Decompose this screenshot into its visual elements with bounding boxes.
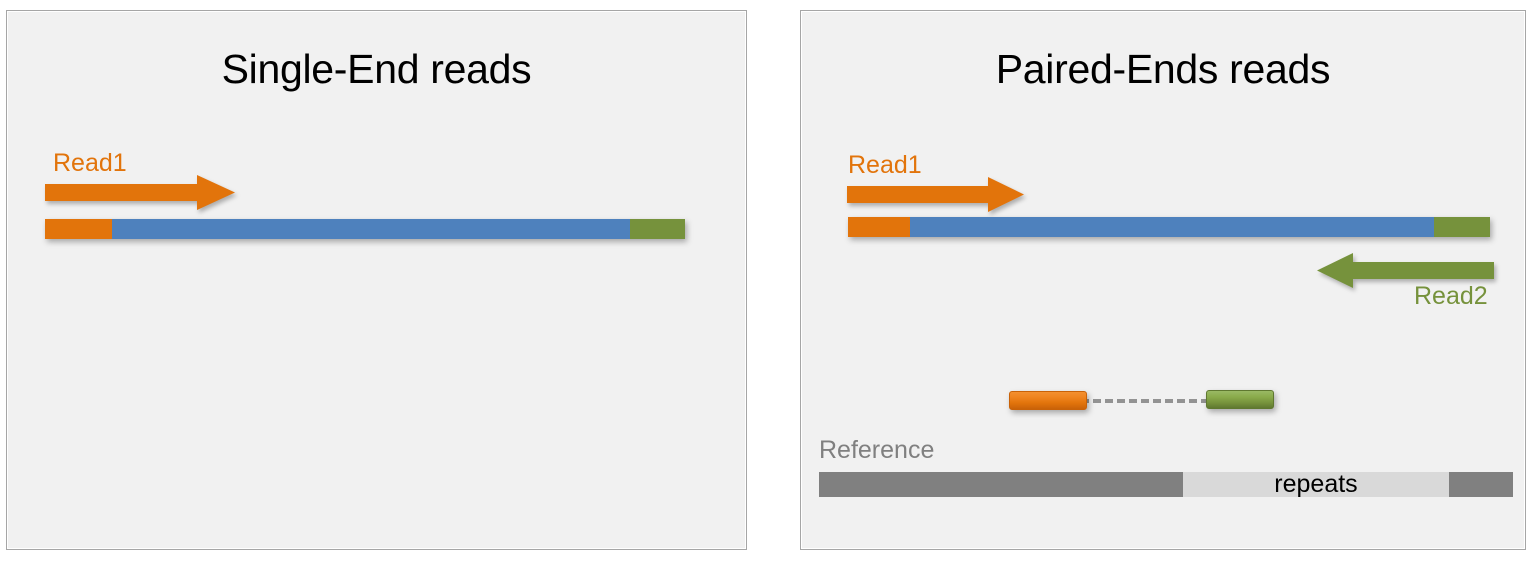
panel-single-end: Single-End reads Read1 (6, 10, 747, 550)
single-end-bar-segment-orange (45, 219, 112, 239)
single-end-read1-arrow-icon (45, 175, 235, 211)
paired-ends-read2-label: Read2 (1414, 282, 1488, 310)
panel-paired-ends: Paired-Ends reads Read1 Read2 Reference (800, 10, 1526, 550)
paired-ends-bar-segment-green (1434, 217, 1490, 237)
paired-ends-bar-segment-orange (848, 217, 910, 237)
single-end-read-bar (45, 219, 685, 239)
paired-ends-read1-arrow-icon (847, 177, 1024, 213)
reference-track: repeats (819, 470, 1513, 498)
fragment-right-read-box-green (1206, 390, 1274, 409)
fragment-connector-dashed-line (1081, 399, 1209, 403)
reference-segment-unique-left (819, 472, 1183, 497)
reference-repeats-label: repeats (1274, 470, 1358, 498)
reference-segment-repeats: repeats (1183, 470, 1449, 498)
panel-single-end-title: Single-End reads (221, 46, 532, 92)
reference-label: Reference (819, 436, 935, 464)
paired-ends-read2-arrow-icon (1317, 253, 1494, 289)
fragment-left-read-box-orange (1009, 391, 1087, 410)
paired-ends-bar-segment-blue (910, 217, 1434, 237)
paired-ends-read-bar (848, 217, 1490, 237)
reference-segment-unique-right (1449, 472, 1513, 497)
panel-paired-ends-title: Paired-Ends reads (995, 46, 1331, 92)
single-end-read1-label: Read1 (53, 149, 127, 177)
paired-ends-read1-label: Read1 (848, 151, 922, 179)
single-end-bar-segment-blue (112, 219, 630, 239)
single-end-bar-segment-green (630, 219, 685, 239)
